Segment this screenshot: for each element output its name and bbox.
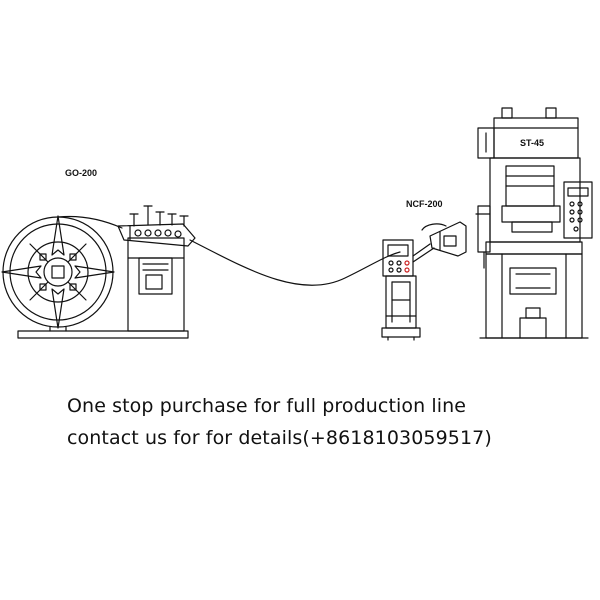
press-machine [475,107,593,339]
coil-reel [1,215,115,329]
press-label: ST-45 [520,138,544,148]
caption-line-1: One stop purchase for full production li… [67,395,467,417]
press-control-panel [563,181,593,239]
feeder-machine [381,221,467,341]
decoiler-machine [1,205,196,339]
production-line-diagram: GO-200 NCF-200 ST-45 [1,107,593,341]
straightener-head [117,205,196,247]
press-body [489,157,581,243]
feeder-label: NCF-200 [406,199,443,209]
material-strip [189,239,401,286]
decoiler-control-box [138,257,173,295]
feeder-screen [387,244,409,257]
decoiler-label: GO-200 [65,168,97,178]
caption-line-2: contact us for for details(+861810305951… [67,427,492,449]
